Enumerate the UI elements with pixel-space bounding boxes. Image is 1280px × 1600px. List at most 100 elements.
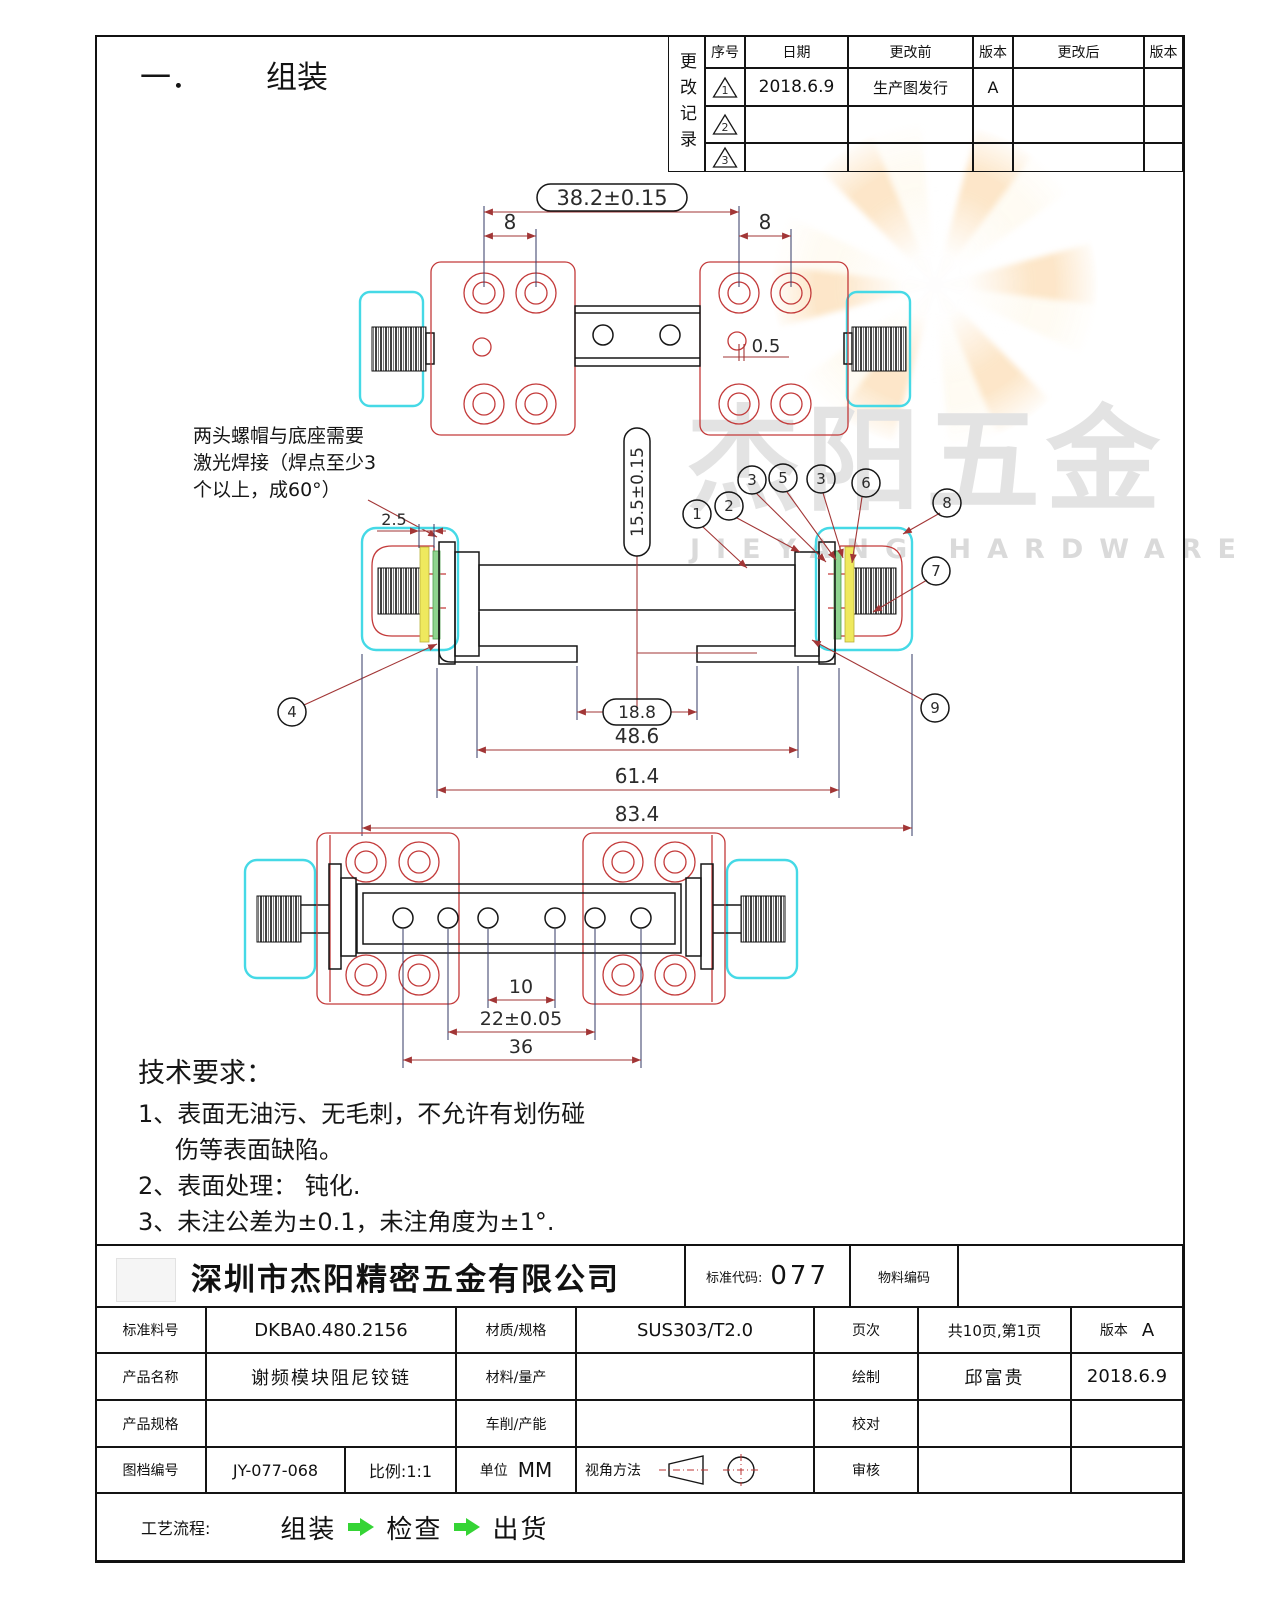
company-name: 深圳市杰阳精密五金有限公司 xyxy=(191,1261,620,1298)
thread-section xyxy=(847,567,897,615)
material-value: SUS303/T2.0 xyxy=(576,1307,814,1353)
rev-header-date: 日期 xyxy=(745,35,848,68)
svg-text:5: 5 xyxy=(778,469,788,487)
process-steps: 组装 检查 出货 xyxy=(280,1509,548,1546)
weld-note: 两头螺帽与底座需要 激光焊接（焊点至少3 个以上，成60°） xyxy=(193,425,377,501)
doc-label: 图档编号 xyxy=(95,1447,206,1493)
company-cell: 深圳市杰阳精密五金有限公司 xyxy=(95,1245,685,1307)
bracket-flange xyxy=(700,863,714,970)
third-angle-projection-icon xyxy=(659,1454,759,1486)
turning-label: 车削/产能 xyxy=(456,1400,576,1447)
process-step-ship: 出货 xyxy=(492,1514,549,1545)
mount-plate xyxy=(316,832,460,1005)
rev-before-1: 生产图发行 xyxy=(848,68,973,106)
washer-green xyxy=(432,550,441,640)
revision-triangle-icon: 2 xyxy=(712,113,738,135)
section-number: 一． xyxy=(140,60,202,96)
material-code-value xyxy=(958,1245,1183,1307)
dim-18-8: 18.8 xyxy=(618,703,656,723)
rev-header-before: 更改前 xyxy=(848,35,973,68)
scale-label: 比例:1:1 xyxy=(345,1447,456,1493)
view-middle: 15.5±0.15 2.5 1 2 3 5 xyxy=(277,427,962,836)
version-value: A xyxy=(1141,1319,1155,1341)
washer-yellow xyxy=(419,546,430,643)
svg-text:7: 7 xyxy=(931,562,941,580)
dim-span: 38.2±0.15 xyxy=(556,186,667,210)
svg-text:1: 1 xyxy=(722,84,729,97)
page-label: 页次 xyxy=(814,1307,918,1353)
rev-ver-1: A xyxy=(973,68,1013,106)
revision-triangle-icon: 3 xyxy=(712,146,738,168)
turning-value xyxy=(576,1400,814,1447)
technical-requirements: 技术要求： 1、表面无油污、无毛刺，不允许有划伤碰 伤等表面缺陷。 2、表面处理… xyxy=(138,1051,585,1240)
svg-text:4: 4 xyxy=(287,703,297,721)
svg-text:2: 2 xyxy=(724,497,734,515)
view-top: 38.2±0.15 8 8 0.5 xyxy=(358,183,912,436)
dim-10: 10 xyxy=(509,976,533,998)
drawer-value: 邱富贵 xyxy=(918,1353,1071,1400)
threaded-stud xyxy=(851,326,907,372)
process-label: 工艺流程: xyxy=(141,1519,211,1538)
dim-48-6: 48.6 xyxy=(615,724,660,748)
dim-frame xyxy=(623,427,651,557)
view-method-label: 视角方法 xyxy=(585,1463,641,1479)
svg-text:6: 6 xyxy=(861,474,871,492)
threaded-stud xyxy=(256,895,302,943)
revision-side-label: 更改记录 xyxy=(668,35,705,172)
dim-frame xyxy=(536,183,688,212)
proof-label: 校对 xyxy=(814,1400,918,1447)
threaded-stud xyxy=(740,895,786,943)
company-logo xyxy=(116,1258,176,1302)
page-value: 共10页,第1页 xyxy=(918,1307,1071,1353)
process-step-inspect: 检查 xyxy=(386,1514,443,1545)
svg-text:8: 8 xyxy=(942,494,952,512)
view-bottom: 10 22±0.05 36 xyxy=(243,832,799,1068)
dim-8-right: 8 xyxy=(759,210,772,234)
rev-header-seq: 序号 xyxy=(705,35,745,68)
unit-value: MM xyxy=(517,1458,553,1482)
bar-holes xyxy=(392,907,652,929)
end-cap-outline xyxy=(845,290,912,408)
svg-text:2: 2 xyxy=(722,121,729,134)
end-cap-outline xyxy=(725,858,799,980)
nut xyxy=(371,545,434,637)
arrow-right-icon xyxy=(348,1518,375,1536)
watermark-english: JIEYANG HARDWARE xyxy=(690,534,1252,565)
section-label: 组装 xyxy=(266,60,328,96)
bracket-base xyxy=(438,610,578,663)
spec-label: 产品规格 xyxy=(95,1400,206,1447)
dim-height: 15.5±0.15 xyxy=(628,447,648,537)
threaded-stud xyxy=(371,326,427,372)
revision-triangle-icon: 1 xyxy=(712,76,738,98)
svg-text:3: 3 xyxy=(816,470,826,488)
std-part-value: DKBA0.480.2156 xyxy=(206,1307,456,1353)
std-code-label: 标准代码: xyxy=(705,1270,763,1286)
dim-61-4: 61.4 xyxy=(615,764,660,788)
proof-value xyxy=(918,1400,1071,1447)
balloon-callouts: 1 2 3 5 3 6 8 7 9 4 xyxy=(277,463,962,727)
product-name-label: 产品名称 xyxy=(95,1353,206,1400)
doc-number: JY-077-068 xyxy=(206,1447,345,1493)
dim-offset: 0.5 xyxy=(752,336,781,357)
rev-date-1: 2018.6.9 xyxy=(745,68,848,106)
center-bar xyxy=(574,305,701,367)
rev-seq-3: 3 xyxy=(705,143,745,172)
material-code-label: 物料编码 xyxy=(850,1245,958,1307)
audit-value xyxy=(918,1447,1071,1493)
spec-value xyxy=(206,1400,456,1447)
bracket-flange xyxy=(328,863,342,970)
dim-83-4: 83.4 xyxy=(615,802,660,826)
version-label: 版本 xyxy=(1099,1323,1128,1339)
dim-36: 36 xyxy=(509,1036,533,1058)
product-name-value: 谢频模块阻尼铰链 xyxy=(206,1353,456,1400)
batch-label: 材料/量产 xyxy=(456,1353,576,1400)
nut xyxy=(840,545,903,637)
std-part-label: 标准料号 xyxy=(95,1307,206,1353)
rev-header-after: 更改后 xyxy=(1013,35,1144,68)
rev-header-ver1: 版本 xyxy=(973,35,1013,68)
bracket-base xyxy=(696,610,836,663)
tech-req-title: 技术要求： xyxy=(138,1058,273,1089)
rev-header-ver2: 版本 xyxy=(1144,35,1183,68)
dim-22: 22±0.05 xyxy=(480,1008,562,1030)
